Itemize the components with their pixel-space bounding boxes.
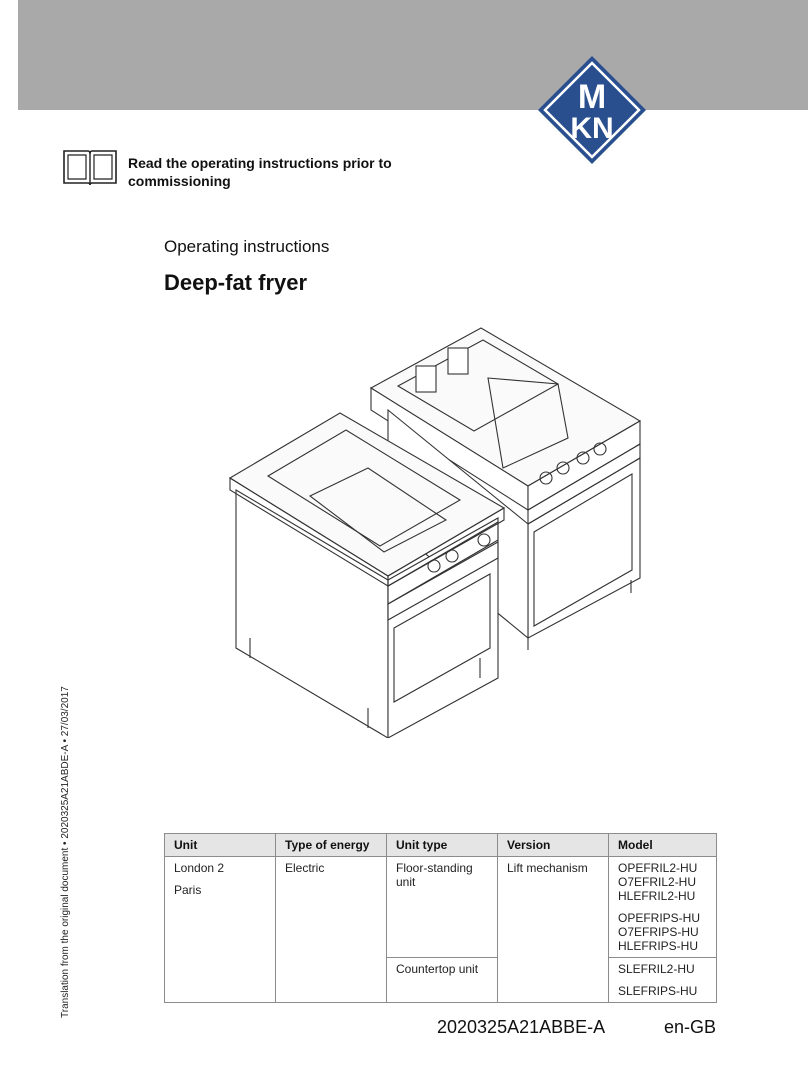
cell-unit-type-countertop: Countertop unit [386,957,498,1003]
model-item: HLEFRIPS-HU [618,939,699,953]
model-item: SLEFRIPS-HU [618,984,698,998]
model-table: Unit Type of energy Unit type Version Mo… [164,833,717,1003]
unit-london: London 2 [174,861,225,875]
cell-version: Lift mechanism [497,856,609,1003]
table-header-row: Unit Type of energy Unit type Version Mo… [164,833,717,857]
mkn-logo: M KN [538,56,646,164]
header-band [18,0,808,110]
header-energy: Type of energy [275,833,387,857]
fryer-illustration [228,327,642,738]
table-row: London 2 Paris Electric Floor-standing u… [164,856,717,1003]
header-unit-type: Unit type [386,833,498,857]
language-code: en-GB [664,1017,717,1037]
model-item: O7EFRIPS-HU [618,925,699,939]
notice-line-2: commissioning [128,173,231,189]
document-number: 2020325A21ABBE-A [437,1017,606,1037]
table-row: Countertop unit SLEFRIL2-HU SLEFRIPS-HU [165,957,717,1003]
book-icon [63,150,117,185]
logo-text-top: M [578,78,606,116]
logo-text-bottom: KN [570,112,613,145]
model-item: SLEFRIL2-HU [618,962,695,976]
cell-unit-type-floor: Floor-standing unit [386,856,498,958]
model-item: HLEFRIL2-HU [618,889,696,903]
cell-energy: Electric [275,856,387,1003]
unit-paris: Paris [174,883,202,897]
model-item: OPEFRIPS-HU [618,911,701,925]
header-unit: Unit [164,833,276,857]
document-type: Operating instructions [164,237,330,256]
cell-models-countertop: SLEFRIL2-HU SLEFRIPS-HU [608,957,717,1003]
front-fryer-drawing [228,412,506,738]
cell-models-floor: OPEFRIL2-HU O7EFRIL2-HU HLEFRIL2-HU OPEF… [608,856,717,958]
document-title: Deep-fat fryer [164,270,308,295]
notice-line-1: Read the operating instructions prior to [128,155,392,171]
model-item: OPEFRIL2-HU [618,861,698,875]
cell-unit: London 2 Paris [164,856,276,1003]
instruction-notice: Read the operating instructions prior to… [128,154,428,190]
model-item: O7EFRIL2-HU [618,875,697,889]
header-version: Version [497,833,609,857]
translation-note: Translation from the original document •… [60,686,71,1018]
header-model: Model [608,833,717,857]
